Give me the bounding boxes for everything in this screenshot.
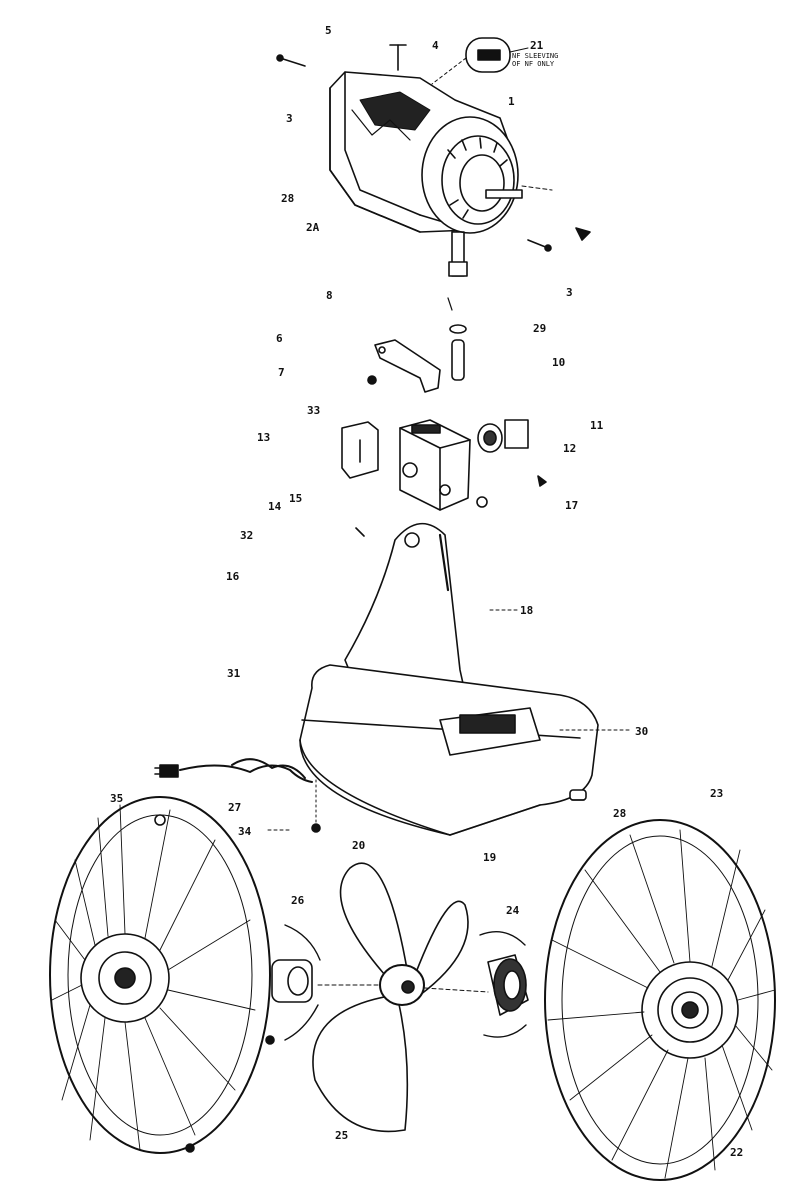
callout-35: 35 [110, 792, 124, 805]
callout-21: 21 [530, 39, 544, 52]
callout-12: 12 [563, 442, 577, 455]
motor-shaft [485, 185, 553, 199]
callout-14: 14 [268, 500, 282, 513]
callout-34: 34 [238, 825, 252, 838]
callout-20: 20 [352, 839, 366, 852]
callout-27: 27 [228, 801, 242, 814]
callout-26: 26 [291, 894, 305, 907]
power-cord [154, 758, 321, 833]
callout-23: 23 [710, 787, 724, 800]
callout-5: 5 [325, 24, 332, 37]
callout-22: 22 [730, 1146, 744, 1159]
sleeving-note-line-1: NF SLEEVING [512, 52, 559, 60]
callout-28-lower: 28 [613, 807, 627, 820]
callout-17: 17 [565, 499, 579, 512]
callout-2a: 2A [306, 221, 320, 234]
sleeving-note-line-2: OF NF ONLY [512, 60, 555, 68]
callout-31: 31 [227, 667, 241, 680]
clutch-knob [477, 419, 529, 453]
clutch-bracket [341, 421, 379, 479]
gearbox-fasteners [355, 375, 547, 537]
callout-11: 11 [590, 419, 604, 432]
callout-8: 8 [326, 289, 333, 302]
motor-screws [276, 44, 591, 252]
callout-29: 29 [533, 322, 547, 335]
callout-16: 16 [226, 570, 240, 583]
callout-6: 6 [276, 332, 283, 345]
callout-19: 19 [483, 851, 497, 864]
rear-guard [49, 796, 275, 1154]
oscillation-link-arm [374, 297, 453, 393]
front-guard [544, 819, 776, 1181]
callout-1: 1 [508, 95, 515, 108]
callout-3-right: 3 [566, 286, 573, 299]
rear-guard-nut [271, 924, 321, 1041]
sleeving-detail [431, 37, 529, 85]
callout-24: 24 [506, 904, 520, 917]
leader-lines [267, 609, 631, 831]
motor-front-end-bell [421, 116, 519, 234]
speed-switch [439, 707, 541, 756]
oscillation-pin [449, 324, 467, 381]
callout-10: 10 [552, 356, 566, 369]
fan-blade [312, 862, 489, 1133]
callout-7: 7 [278, 366, 285, 379]
callout-13: 13 [257, 431, 271, 444]
callout-32: 32 [240, 529, 254, 542]
callout-3-top: 3 [286, 112, 293, 125]
callout-18: 18 [520, 604, 534, 617]
sleeving-note: NF SLEEVING OF NF ONLY [512, 52, 558, 68]
callout-4: 4 [432, 39, 439, 52]
spinner-hub [479, 931, 529, 1038]
callout-28-upper: 28 [281, 192, 295, 205]
callout-33: 33 [307, 404, 321, 417]
gear-case [399, 419, 471, 511]
callout-15: 15 [289, 492, 303, 505]
callout-25: 25 [335, 1129, 349, 1142]
base-foot [569, 789, 587, 801]
callout-30: 30 [635, 725, 649, 738]
motor-mount-post [448, 231, 468, 277]
